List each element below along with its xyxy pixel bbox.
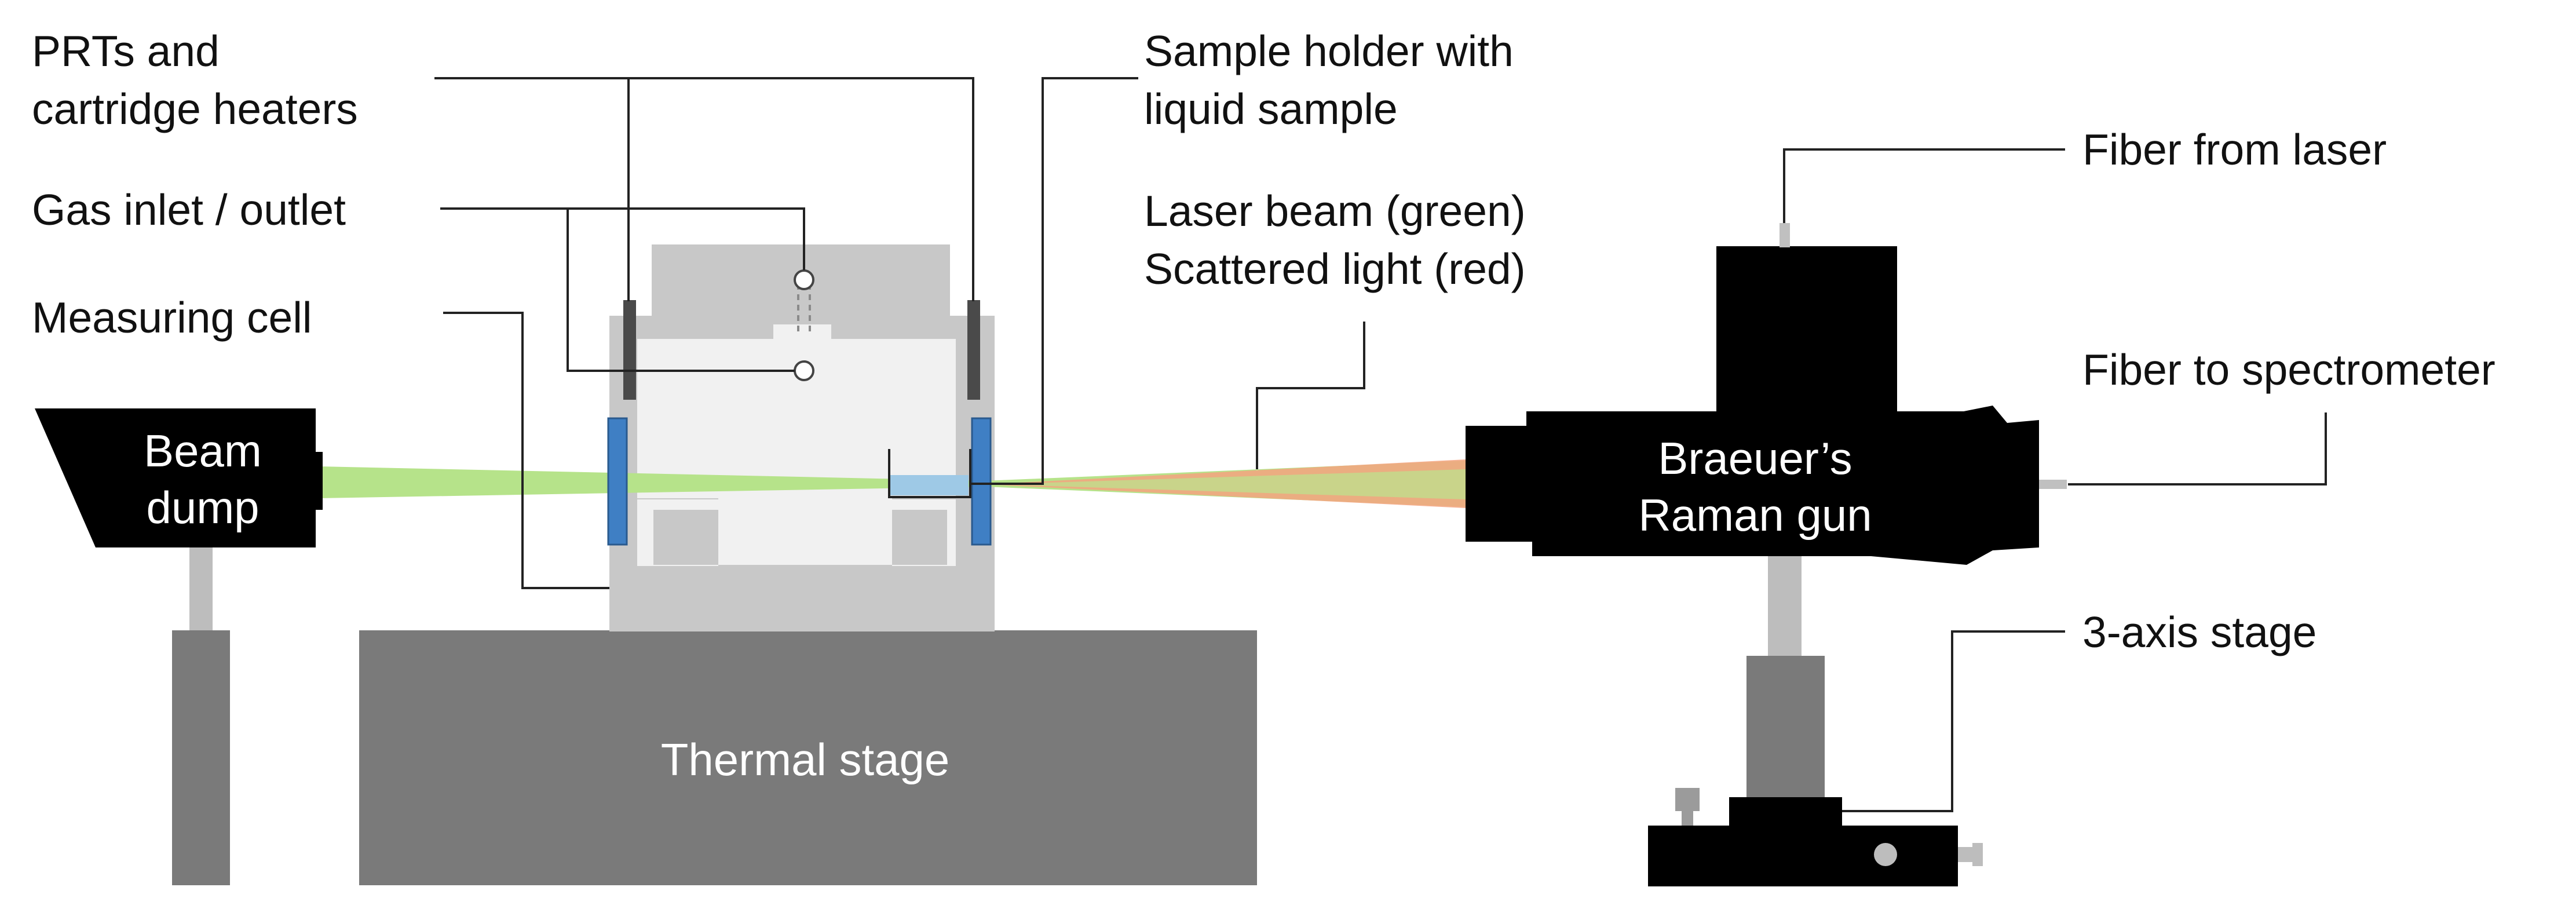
- thermal-stage-label: Thermal stage: [660, 734, 950, 785]
- beam-dump-label-line1: Beam: [144, 425, 262, 476]
- window-right: [971, 417, 992, 546]
- gun-post: [1768, 556, 1802, 658]
- leader-fiber-to-spectrometer: [2068, 412, 2327, 485]
- leader-sample-holder: [970, 77, 1138, 485]
- label-measuring-cell: Measuring cell: [32, 293, 312, 342]
- beam-dump-post-upper: [189, 547, 213, 631]
- cell-lower-block-right: [892, 510, 947, 565]
- gas-port-top: [794, 269, 814, 290]
- label-3-axis-stage: 3-axis stage: [2082, 608, 2317, 656]
- leader-fiber-from-laser: [1783, 148, 2065, 223]
- label-laser-beam: Laser beam (green): [1144, 187, 1526, 235]
- leader-laser-beam: [1256, 322, 1365, 469]
- leader-lines: [434, 77, 2327, 812]
- measuring-cell-cavity: [637, 324, 956, 565]
- label-prts-line1: PRTs and: [32, 27, 220, 75]
- prt-heater-left: [623, 300, 636, 400]
- beam-dump-post-lower: [172, 630, 230, 885]
- label-fiber-from-laser: Fiber from laser: [2082, 125, 2387, 174]
- raman-gun-label-line2: Raman gun: [1638, 490, 1872, 541]
- beam-dump: [35, 408, 316, 547]
- beam-dump-label-line2: dump: [146, 482, 260, 533]
- stage-base: [1648, 826, 1958, 886]
- liquid-sample: [890, 475, 969, 495]
- thermal-stage: [359, 630, 1257, 885]
- sample-holder: [888, 449, 971, 498]
- leader-measuring-cell: [443, 312, 609, 589]
- raman-gun-body: [1466, 406, 2039, 565]
- cell-lower-block-left: [653, 510, 718, 565]
- label-fiber-to-spectrometer: Fiber to spectrometer: [2082, 345, 2495, 394]
- fiber-from-laser-stub: [1780, 223, 1790, 247]
- prt-heater-right: [967, 300, 980, 400]
- stage-knob-top-stem: [1682, 810, 1693, 827]
- label-sample-holder-line1: Sample holder with: [1144, 27, 1514, 75]
- label-sample-holder-line2: liquid sample: [1144, 85, 1398, 133]
- cell-corner-right: [956, 394, 979, 417]
- raman-gun-top: [1716, 246, 1897, 414]
- stage-knob-top: [1675, 788, 1700, 811]
- stage-knob-side-cap: [1972, 843, 1983, 866]
- window-left: [607, 417, 628, 546]
- laser-core-green: [996, 469, 1466, 499]
- stage-column: [1746, 656, 1825, 801]
- label-prts-line2: cartridge heaters: [32, 85, 358, 133]
- leader-prts: [434, 77, 974, 301]
- leader-3-axis-stage: [1842, 630, 2065, 812]
- leader-gas: [440, 207, 805, 372]
- stage-knob-front: [1874, 843, 1897, 866]
- beam-dump-snout: [316, 452, 323, 510]
- label-gas-inlet-outlet: Gas inlet / outlet: [32, 185, 346, 234]
- fiber-to-spectrometer-stub: [2039, 480, 2067, 489]
- label-scattered-light: Scattered light (red): [1144, 244, 1526, 293]
- stage-upper-plate: [1729, 797, 1842, 829]
- raman-gun-label-line1: Braeuer’s: [1658, 433, 1852, 484]
- gas-port-inner: [794, 360, 814, 381]
